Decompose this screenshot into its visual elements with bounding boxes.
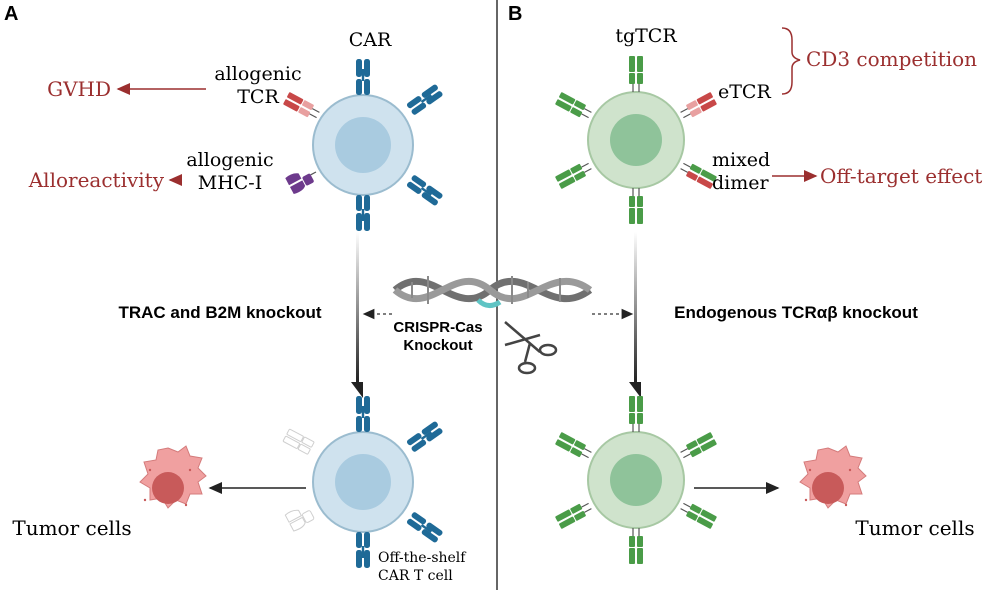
knockout-arrow-a — [356, 232, 359, 382]
panel-b-letter: B — [508, 3, 522, 25]
panel-a-letter: A — [4, 3, 18, 25]
off-target-label: Off-target effect — [820, 164, 982, 188]
knockout-arrow-b — [634, 232, 637, 382]
allogenic-mhc-label-line2: MHC-I — [198, 172, 263, 194]
trac-b2m-knockout-label: TRAC and B2M knockout — [118, 303, 321, 322]
alloreactivity-label: Alloreactivity — [28, 168, 165, 192]
endogenous-knockout-label: Endogenous TCRαβ knockout — [674, 303, 918, 322]
allogenic-tcr-label-line2: TCR — [237, 86, 279, 108]
allogenic-tcr-label-line1: allogenic — [214, 63, 301, 85]
gvhd-label: GVHD — [47, 77, 111, 101]
tumor-cells-label-a: Tumor cells — [12, 516, 131, 540]
off-the-shelf-label-line2: CAR T cell — [378, 568, 453, 584]
tumor-cell-b — [799, 445, 867, 509]
crispr-label-line2: Knockout — [403, 337, 472, 354]
off-the-shelf-label-line1: Off-the-shelf — [378, 550, 467, 566]
tcr-t-cell-top — [554, 55, 718, 225]
tumor-cells-label-b: Tumor cells — [855, 516, 974, 540]
tumor-cell-a — [139, 445, 207, 509]
knockout-arrow-b-head — [629, 382, 641, 398]
dna-helix-icon — [392, 276, 593, 308]
mixed-dimer-label-line2: dimer — [712, 172, 770, 194]
mixed-dimer-label-line1: mixed — [712, 149, 770, 171]
etcr-label: eTCR — [718, 81, 771, 103]
scissors-icon — [504, 321, 558, 375]
car-label: CAR — [349, 29, 392, 51]
cd3-brace — [781, 27, 801, 95]
tgtcr-label: tgTCR — [615, 25, 677, 47]
off-the-shelf-car-t-cell — [282, 396, 444, 568]
cd3-competition-label: CD3 competition — [806, 47, 977, 71]
allogenic-mhc-label-line1: allogenic — [186, 149, 273, 171]
tcr-t-cell-bottom — [554, 395, 718, 565]
car-t-cell-top — [282, 59, 444, 231]
crispr-label-line1: CRISPR-Cas — [393, 319, 482, 336]
knockout-arrow-a-head — [351, 382, 363, 398]
